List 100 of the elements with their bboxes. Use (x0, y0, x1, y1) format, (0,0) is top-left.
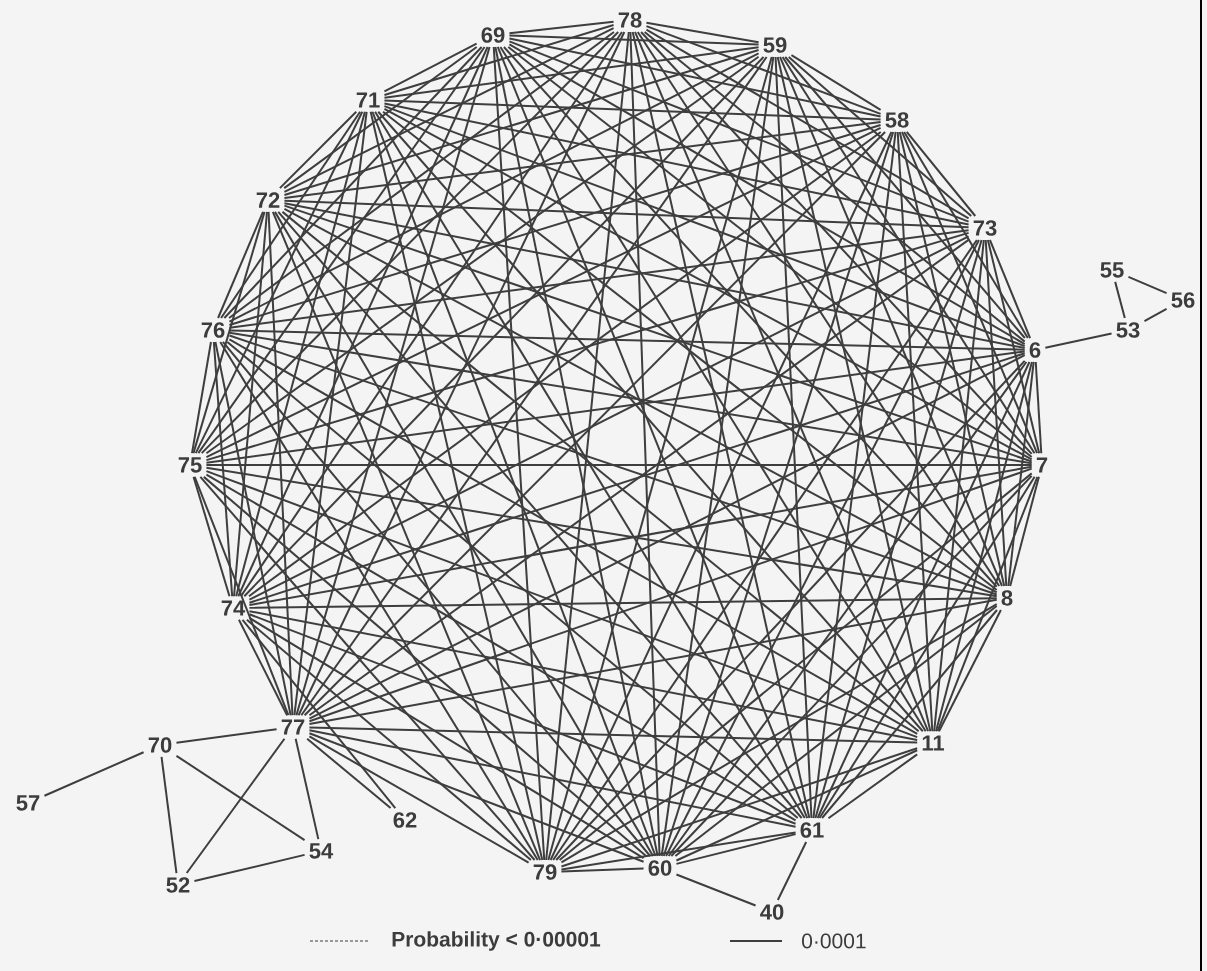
edge-line (233, 210, 268, 598)
edge-line (776, 841, 808, 901)
edge-line (508, 34, 760, 46)
edge-line (205, 126, 882, 459)
edge-line (371, 110, 657, 857)
node-label: 72 (251, 188, 285, 212)
edge-line (1127, 275, 1168, 295)
edge-line (502, 46, 998, 588)
edge-line (277, 210, 803, 819)
edge-line (228, 329, 1026, 351)
edge-line (283, 202, 1026, 349)
edge-line (629, 31, 661, 857)
edge-line (205, 466, 998, 598)
edge-line (228, 331, 1033, 465)
edge-line (192, 210, 266, 455)
edge-line (245, 618, 532, 861)
edge-line (774, 56, 813, 819)
edge-line (237, 618, 289, 717)
edge-line (248, 465, 1033, 607)
edge-line (1114, 280, 1126, 319)
edge-line (787, 56, 973, 217)
edge-line (308, 354, 1026, 720)
edge-line (308, 735, 530, 864)
edge-line (636, 31, 1001, 587)
edge-line (382, 110, 998, 591)
edge-line (492, 46, 546, 861)
edge-line (185, 737, 286, 874)
edge-line (1034, 361, 1043, 455)
edge-line (374, 110, 806, 819)
edge-line (818, 475, 1036, 819)
edge-line (508, 37, 882, 118)
edge-line (308, 467, 1033, 723)
edge-line (383, 102, 970, 226)
edge-line (281, 210, 920, 733)
edge-line (816, 361, 1031, 819)
node-label: 8 (996, 586, 1018, 610)
edge-line (1044, 332, 1113, 349)
edge-line (193, 475, 290, 717)
edge-line (383, 105, 1026, 348)
edge-line (243, 56, 765, 598)
edge-line (192, 475, 231, 598)
edge-line (248, 597, 998, 609)
edge-line (239, 31, 623, 598)
node-label: 56 (1166, 288, 1200, 312)
edge-line (228, 229, 970, 329)
edge-line (936, 475, 1039, 733)
edge-line (662, 131, 895, 857)
edge-line (293, 110, 368, 717)
edge-line (935, 361, 1033, 733)
edge-line (496, 46, 809, 819)
node-label: 52 (161, 873, 195, 897)
edge-line (283, 27, 615, 193)
edge-line (555, 359, 1026, 861)
edge-line (645, 28, 970, 220)
edge-line (273, 210, 655, 857)
edge-line (202, 475, 648, 857)
edge-line (383, 42, 478, 93)
edge-line (383, 107, 1033, 461)
edge-line (308, 598, 998, 726)
edge-line (988, 239, 1032, 339)
edge-line (248, 610, 919, 741)
edge-line (295, 46, 491, 717)
edge-line (547, 56, 773, 861)
edge-line (248, 131, 882, 598)
edge-line (552, 239, 978, 861)
edge-line (814, 239, 983, 819)
edge-line (160, 756, 178, 874)
edge-line (898, 131, 1006, 587)
edge-line (248, 613, 797, 825)
edge-line (228, 31, 615, 319)
edge-line (248, 616, 645, 860)
edge-line (675, 833, 797, 865)
edge-line (670, 474, 1033, 857)
edge-line (499, 46, 927, 733)
edge-line (197, 46, 486, 455)
edge-line (226, 341, 799, 819)
edge-line (194, 110, 364, 455)
edge-line (241, 618, 397, 809)
edge-line (933, 239, 985, 733)
edge-line (631, 31, 811, 819)
edge-line (827, 753, 919, 820)
edge-line (369, 110, 544, 861)
edge-line (986, 239, 1041, 455)
edge-line (297, 31, 626, 717)
edge-line (558, 472, 1033, 861)
node-label: 70 (143, 733, 177, 757)
edge-line (283, 199, 970, 229)
edge-line (205, 350, 1026, 464)
edge-line (507, 46, 1033, 458)
edge-line (665, 239, 980, 857)
edge-line (205, 473, 797, 822)
node-label: 55 (1095, 258, 1129, 282)
edge-line (283, 49, 760, 196)
node-label: 58 (880, 108, 914, 132)
edge-line (283, 207, 998, 594)
edge-line (205, 464, 1033, 466)
edge-line (267, 210, 294, 717)
node-label: 60 (643, 856, 677, 880)
edge-line (191, 341, 212, 455)
edge-line (199, 475, 536, 861)
